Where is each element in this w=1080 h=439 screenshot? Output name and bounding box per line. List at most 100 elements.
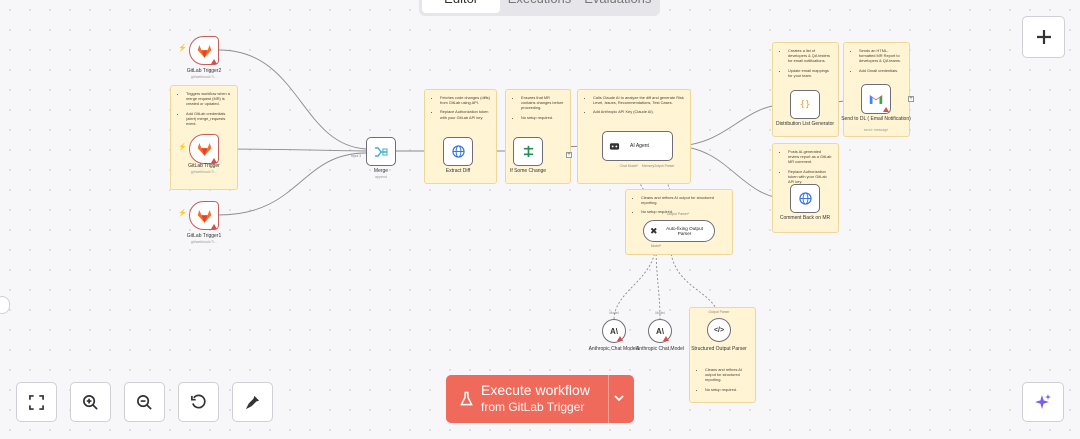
note-text: Replace Authorization token with your Gi… [788,169,832,185]
node-structured-output-parser[interactable]: </> [707,318,731,342]
port-label: Model [655,311,665,315]
node-subtitle: git/webhook/7/... [190,75,218,79]
node-subtitle: append [375,175,387,179]
trigger-bolt-icon: ⚡ [178,210,187,217]
warning-icon [663,336,669,341]
note-text: Creates a list of developers & QA tester… [788,48,832,64]
reset-zoom-button[interactable] [178,382,219,422]
conn-trigger2-merge [218,49,367,150]
note-text: Update email mappings for your team. [788,68,832,78]
note-text: No setup required. [641,209,726,214]
tidy-up-button[interactable] [232,382,273,422]
sticky-note-extract[interactable]: Fetches code changes (diffs) from GitLab… [424,89,497,184]
note-text: Posts AI-generated review report as a Gi… [788,149,832,165]
node-label: Auto-fixing Output Parser [666,226,703,236]
conn-trigger1-merge [218,152,367,216]
trigger-bolt-icon: ⚡ [178,45,187,52]
sticky-note-email[interactable]: Sends an HTML-formatted MR Report to dev… [843,42,910,137]
ask-ai-button[interactable] [1022,382,1064,422]
fit-view-button[interactable] [16,382,57,422]
reset-icon [191,394,206,408]
note-text: Add GitLab credentials (alert) merge_req… [186,111,231,127]
note-text: Cleans and refines AI output for structu… [705,367,749,383]
note-text: Calls Claude AI to analyze the diff and … [593,95,684,105]
note-text: Sends an HTML-formatted MR Report to dev… [859,48,903,64]
flask-icon [460,391,473,406]
add-node-button[interactable] [1022,16,1065,58]
sparkle-icon [1035,394,1051,409]
node-if-some-change[interactable] [513,137,543,166]
node-label: If Some Change [509,168,547,174]
node-label: GitLab Trigger2 [186,68,222,74]
chevron-down-icon[interactable] [614,395,624,402]
node-subtitle: send: message [863,128,889,132]
node-label: Distribution List Generator [775,121,835,127]
trigger-bolt-icon: ⚡ [178,144,187,151]
node-comment-back-on-mr[interactable] [790,184,820,213]
node-label: Comment Back on MR [779,215,831,221]
globe-icon [798,192,812,205]
conn-trigger-merge [218,148,367,152]
tab-evaluations[interactable]: Evaluations [579,0,657,13]
add-connection-button[interactable]: + [566,152,572,158]
sticky-note-ifchange[interactable]: Ensures that MR contains changes before … [505,89,571,184]
note-text: No setup required. [521,115,564,120]
warning-icon [211,158,217,163]
port-label: Memory [641,164,655,168]
node-auto-fixing-parser[interactable]: ✖ Auto-fixing Output Parser [643,220,715,242]
execute-sublabel: from GitLab Trigger [481,400,585,414]
port-label: Output Parser [708,310,730,314]
warning-icon [211,224,217,229]
add-connection-button[interactable]: + [908,96,914,102]
view-tabs: Editor Executions Evaluations [419,0,660,16]
node-label: GitLab Trigger [188,163,220,169]
warning-icon [617,336,623,341]
node-subtitle: git/webhook/7/... [190,170,218,174]
fit-view-icon [29,394,44,410]
warning-icon [211,59,217,64]
note-text: Add Gmail credentials. [859,68,903,73]
tab-editor[interactable]: Editor [422,0,501,13]
divider [608,375,609,423]
port-label: Output Parser [653,164,675,168]
tab-executions[interactable]: Executions [500,0,578,13]
sticky-note-distribution[interactable]: Creates a list of developers & QA tester… [772,42,839,137]
node-label: AI Agent [630,143,649,149]
tidy-icon [245,395,260,409]
node-label: Merge [373,168,389,174]
port-label: Model [609,311,619,315]
globe-icon [451,145,465,158]
node-distribution-list[interactable]: {} [790,90,820,119]
robot-icon [609,143,620,150]
note-text: Triggers workflow when a merge request (… [186,91,231,107]
node-label: Anthropic Chat Model1 [588,346,640,352]
node-label: Anthropic Chat Model [635,346,685,352]
anthropic-icon: A\ [656,326,664,336]
note-text: Cleans and refines AI output for structu… [641,195,726,205]
node-label: Send to DL ( Email Notification) [841,116,911,122]
port-label: Model* [650,244,662,248]
note-text: Fetches code changes (diffs) from GitLab… [440,95,490,105]
node-ai-agent[interactable]: AI Agent [602,131,673,161]
gitlab-icon [197,209,211,223]
execute-workflow-button[interactable]: Execute workflow from GitLab Trigger [446,375,634,423]
zoom-in-button[interactable] [70,382,111,422]
if-icon [523,145,533,158]
node-send-to-dl[interactable] [861,84,891,114]
node-label: GitLab Trigger1 [186,233,222,239]
node-subtitle: git/webhook/7/... [190,240,218,244]
zoom-in-icon [83,394,98,410]
note-text: Replace Authorization token with your Gi… [440,109,490,119]
node-label: Structured Output Parser [691,346,747,352]
zoom-out-icon [137,394,152,410]
merge-icon [375,146,388,157]
gitlab-icon [197,143,211,156]
note-text: Add Anthropic API Key (Claude AI). [593,109,684,114]
code-braces-icon: {} [799,99,811,110]
conn-model1-fix [613,241,657,321]
zoom-out-button[interactable] [124,382,165,422]
note-text: Ensures that MR contains changes before … [521,95,564,111]
node-extract-diff[interactable] [443,137,473,166]
sticky-note-comment[interactable]: Posts AI-generated review report as a Gi… [772,143,839,233]
node-merge[interactable] [366,137,396,166]
